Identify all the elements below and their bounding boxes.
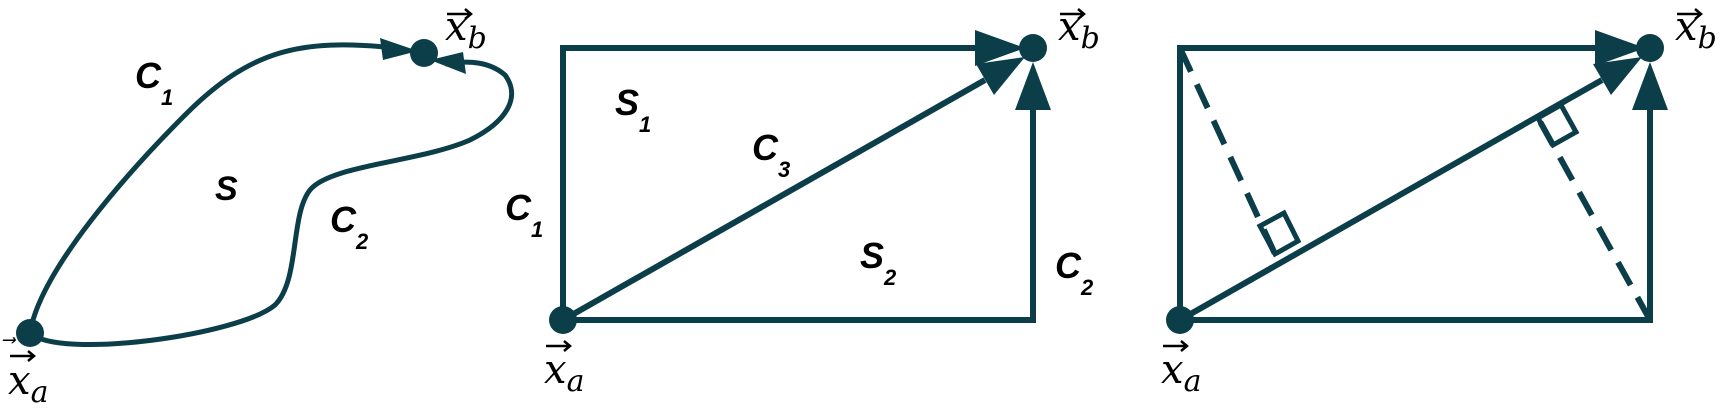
path-c1: [560, 45, 975, 320]
point-xb: [1019, 34, 1047, 62]
vector-arrow-xa: [10, 350, 36, 362]
path-bottom-arrowhead: [1632, 62, 1668, 110]
vector-arrow-xb: [1677, 8, 1703, 20]
label-c2: C2: [330, 199, 369, 254]
label-xa: xa: [8, 358, 48, 410]
path-top: [1177, 45, 1595, 320]
label-c1: C1: [135, 55, 173, 110]
panel-1-curved-paths: [16, 38, 515, 348]
path-bottom: [1180, 110, 1653, 323]
vector-arrow-xa: [546, 340, 572, 352]
vector-arrow-xb: [1060, 8, 1086, 20]
label-c3: C3: [752, 127, 790, 182]
path-c3-arrowhead: [976, 57, 1025, 95]
point-xb: [410, 39, 438, 67]
dashed-perpendicular-right: [1535, 116, 1653, 322]
panel-3-labels: xa xb: [1161, 4, 1717, 399]
panel-3-projection-paths: [1166, 30, 1668, 334]
label-xb: xb: [1675, 4, 1717, 56]
curve-c2-arrowhead: [430, 52, 466, 74]
panel-2-rectangle-paths: [549, 30, 1051, 334]
path-c1-arrowhead: [975, 30, 1025, 66]
path-c2: [563, 110, 1036, 323]
panel-2-labels: S1 C3 C1 S2 C2 xa xb: [505, 4, 1100, 399]
vector-arrow-xa: [1163, 340, 1189, 352]
label-s2: S2: [860, 235, 897, 290]
curve-c2: [28, 59, 515, 348]
label-c1: C1: [505, 187, 543, 242]
curve-c1-arrowhead: [380, 38, 418, 60]
point-xa: [549, 306, 577, 334]
label-xb: xb: [445, 4, 487, 56]
right-angle-marker-left: [1256, 209, 1302, 258]
path-c3: [561, 77, 987, 323]
label-xa: xa: [544, 347, 584, 399]
panel-1-labels: C1 S C2 xa ⃗ xb: [2, 4, 487, 410]
label-xb: xb: [1058, 4, 1100, 56]
path-diagonal: [1178, 77, 1604, 323]
label-s1: S1: [615, 82, 651, 137]
path-top-arrowhead: [1595, 30, 1645, 66]
label-s: S: [215, 170, 238, 208]
right-angle-marker-right: [1534, 101, 1580, 149]
point-xa: [1166, 306, 1194, 334]
vector-arrow-xb: [447, 8, 473, 20]
path-diagonal-arrowhead: [1593, 57, 1642, 95]
point-xb: [1636, 34, 1664, 62]
point-xa: [16, 319, 44, 347]
path-c2-arrowhead: [1015, 62, 1051, 110]
curve-c1: [27, 42, 396, 334]
label-xa-vector-arrow: ⃗: [2, 337, 17, 344]
label-c2: C2: [1055, 245, 1094, 300]
label-xa: xa: [1161, 347, 1201, 399]
